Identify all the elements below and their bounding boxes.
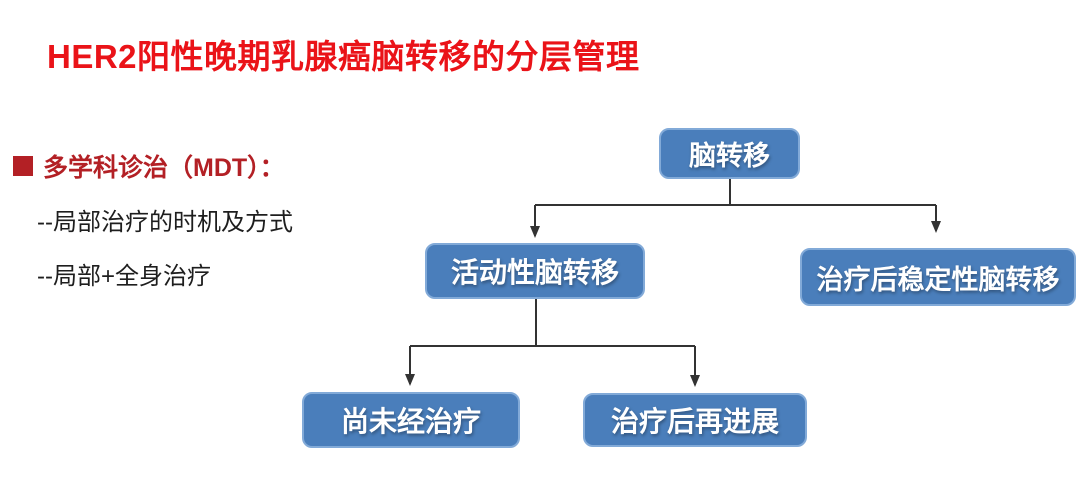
flow-node-stable-after-treatment: 治疗后稳定性脑转移: [800, 248, 1076, 306]
flow-node-brain-metastasis: 脑转移: [659, 128, 800, 179]
flow-node-label: 治疗后稳定性脑转移: [816, 264, 1060, 295]
mdt-subitem-local-therapy: --局部治疗的时机及方式: [37, 209, 293, 236]
mdt-heading: 多学科诊治（MDT）：: [43, 154, 285, 182]
flow-node-label: 活动性脑转移: [450, 257, 619, 288]
flow-node-progression-after-treatment: 治疗后再进展: [583, 393, 807, 447]
mdt-heading-row: 多学科诊治（MDT）：: [13, 148, 285, 184]
flow-node-label: 脑转移: [689, 141, 770, 171]
flow-node-untreated: 尚未经治疗: [302, 392, 520, 448]
page-title: HER2阳性晚期乳腺癌脑转移的分层管理: [47, 38, 640, 75]
flow-node-label: 治疗后再进展: [610, 406, 779, 437]
flow-node-label: 尚未经治疗: [340, 406, 481, 437]
bullet-square-icon: [13, 156, 33, 176]
mdt-subitem-local-plus-systemic: --局部+全身治疗: [37, 263, 211, 290]
flow-node-active-brain-metastasis: 活动性脑转移: [425, 243, 645, 299]
